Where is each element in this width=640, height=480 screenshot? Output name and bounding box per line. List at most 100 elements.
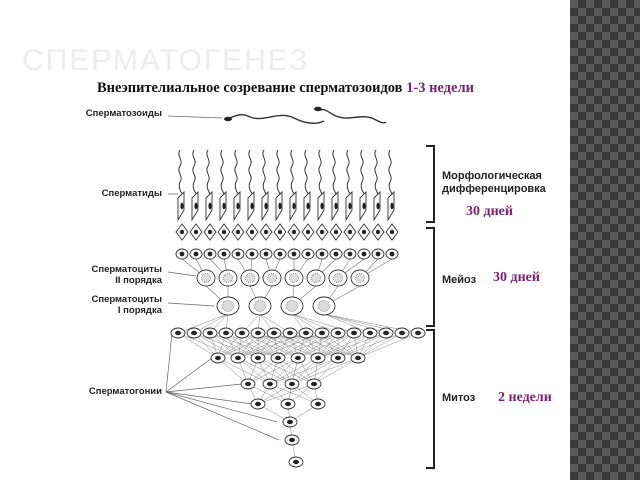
nucleus (305, 251, 311, 257)
nucleus (319, 229, 325, 235)
duration-meiosis: 30 дней (493, 270, 540, 285)
nucleus (235, 251, 241, 257)
nucleus (303, 330, 309, 336)
lineage-line (291, 357, 359, 385)
lineage-line (317, 332, 355, 359)
nucleus (335, 330, 341, 336)
nucleus (275, 355, 281, 361)
spermatocyte-nucleus (286, 300, 298, 312)
spermatid-tail (178, 149, 185, 197)
spermatid-head (180, 202, 184, 210)
label-spermatocytes-1: Сперматоциты I порядка (91, 294, 162, 316)
label-spermatogonia: Сперматогонии (88, 386, 162, 397)
lineage-line (177, 313, 229, 334)
lineage-line (289, 332, 339, 359)
pointer-line (167, 115, 223, 119)
pointer-line (165, 383, 243, 393)
lineage-line (297, 332, 355, 359)
spermatid-tail (388, 149, 395, 197)
lineage-line (241, 332, 299, 359)
nucleus (239, 330, 245, 336)
nucleus (267, 381, 273, 387)
lineage-line (237, 357, 293, 385)
nucleus (295, 355, 301, 361)
phase-brackets (426, 145, 435, 469)
nucleus (271, 330, 277, 336)
nucleus (389, 251, 395, 257)
spermatid-head (208, 202, 212, 210)
nucleus (277, 251, 283, 257)
lineage-line (225, 332, 259, 359)
nucleus (315, 401, 321, 407)
nucleus (305, 229, 311, 235)
nucleus (347, 251, 353, 257)
nucleus (399, 330, 405, 336)
nucleus (255, 401, 261, 407)
lineage-line (297, 332, 339, 359)
nucleus (335, 355, 341, 361)
lineage-line (247, 383, 289, 405)
nucleus (221, 251, 227, 257)
spermatid-tail (262, 149, 269, 197)
pointer-line (165, 357, 213, 393)
nucleus (287, 419, 293, 425)
lineage-line (305, 332, 359, 359)
nucleus (249, 251, 255, 257)
spermatid-head (334, 202, 338, 210)
spermatid-head (250, 202, 254, 210)
spermatocyte-nucleus (223, 273, 233, 283)
nucleus (293, 459, 299, 465)
subtitle-main: Внеэпителиальное созревание сперматозоид… (97, 80, 407, 96)
spermatid-head (278, 202, 282, 210)
nucleus (263, 229, 269, 235)
slide-title: СПЕРМАТОГЕНЕЗ (22, 44, 310, 77)
label-spermatids: Сперматиды (101, 188, 162, 199)
pointer-line (165, 332, 173, 393)
spermatocyte-nucleus (355, 273, 365, 283)
spermatid-head (320, 202, 324, 210)
spermatid-tail (248, 149, 255, 197)
duration-mitosis: 2 недели (498, 390, 552, 405)
spermatozoon (319, 108, 387, 124)
nucleus (389, 229, 395, 235)
nucleus (347, 229, 353, 235)
nucleus (215, 355, 221, 361)
lineage-line (337, 332, 371, 359)
spermatocyte-nucleus (222, 300, 234, 312)
spermatid-tail (220, 149, 227, 197)
nucleus (351, 330, 357, 336)
nucleus (235, 229, 241, 235)
spermatid-tail (332, 149, 339, 197)
lineage-line (237, 357, 271, 385)
pointer-line (167, 271, 197, 277)
nucleus (315, 355, 321, 361)
spermatid-head (306, 202, 310, 210)
pointer-line (167, 302, 215, 307)
nucleus (291, 251, 297, 257)
nucleus (319, 251, 325, 257)
nucleus (179, 229, 185, 235)
nucleus (415, 330, 421, 336)
lineage-line (257, 332, 319, 359)
nucleus (287, 330, 293, 336)
spermatid-tail (318, 149, 325, 197)
lineage-line (209, 332, 259, 359)
spermatid-tail (346, 149, 353, 197)
nucleus (221, 229, 227, 235)
nucleus (383, 330, 389, 336)
spermatid-head (362, 202, 366, 210)
nucleus (355, 355, 361, 361)
spermatocyte-nucleus (289, 273, 299, 283)
lineage-line (291, 357, 339, 385)
label-spermatozoa: Сперматозоиды (85, 108, 162, 119)
lineage-line (357, 332, 403, 359)
lineage-line (257, 357, 315, 385)
nucleus (291, 229, 297, 235)
decorative-checker-strip (570, 0, 640, 480)
lineage-line (177, 332, 219, 359)
nucleus (375, 251, 381, 257)
spermatocyte-nucleus (333, 273, 343, 283)
label-spermatocytes-2: Сперматоциты II порядка (91, 264, 162, 286)
lineage-line (269, 383, 319, 405)
nucleus (375, 229, 381, 235)
